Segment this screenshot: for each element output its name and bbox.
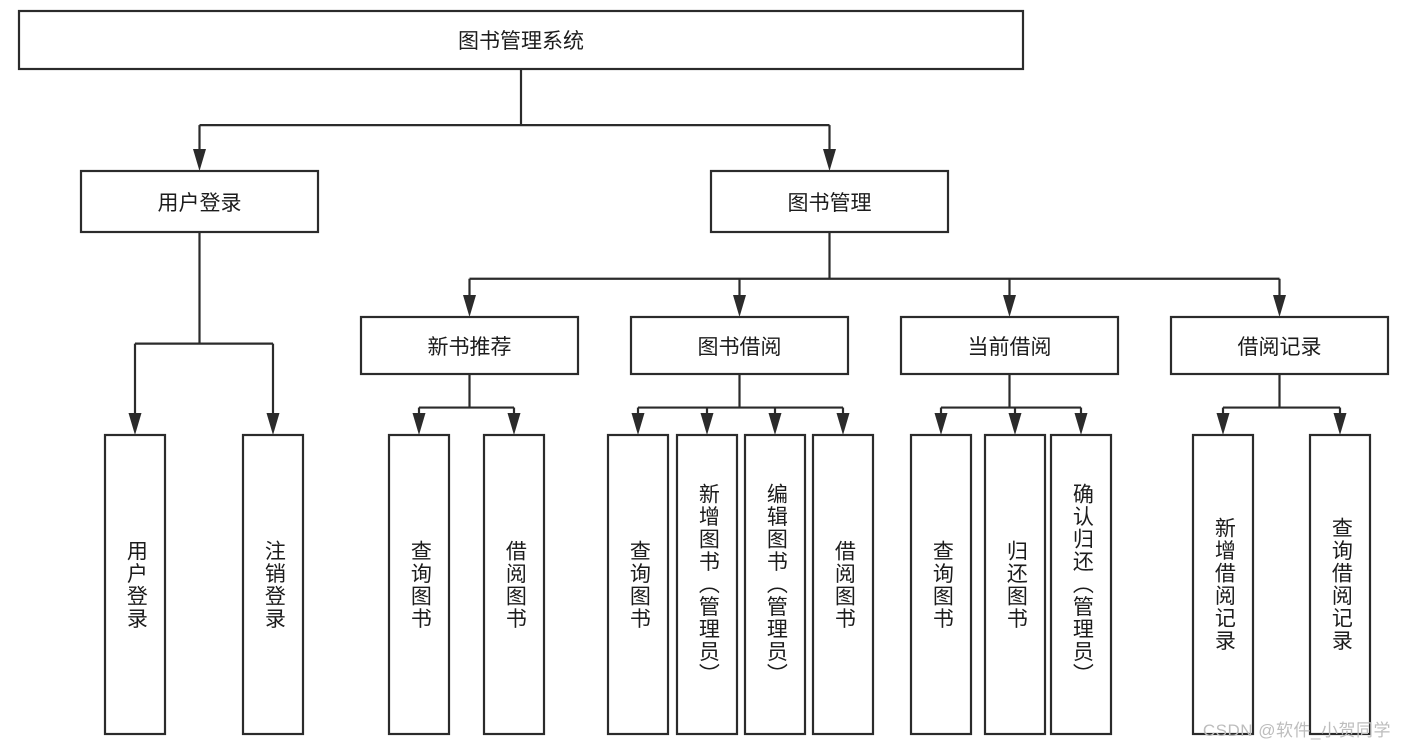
connector-group xyxy=(128,69,1347,435)
node-new-book-rec[interactable] xyxy=(361,317,578,374)
node-box-leaf-edit-book[interactable] xyxy=(743,433,807,736)
node-leaf-return-book[interactable] xyxy=(985,435,1045,734)
arrow-head-icon xyxy=(823,149,836,171)
arrow-head-icon xyxy=(1074,413,1088,435)
watermark-text: CSDN @软件_小贺同学 xyxy=(1202,721,1391,740)
node-root[interactable] xyxy=(19,11,1023,69)
arrow-head-icon xyxy=(507,413,521,435)
node-box-leaf-add-book[interactable] xyxy=(675,433,739,736)
node-leaf-query-book-1[interactable] xyxy=(389,435,449,734)
node-book-mgmt[interactable] xyxy=(711,171,948,232)
arrow-head-icon xyxy=(733,295,746,317)
node-box-root[interactable] xyxy=(17,9,1025,71)
node-box-user-login[interactable] xyxy=(79,169,320,234)
node-leaf-query-book-3[interactable] xyxy=(911,435,971,734)
node-borrow-record[interactable] xyxy=(1171,317,1388,374)
node-box-new-book-rec[interactable] xyxy=(359,315,580,376)
node-box-leaf-logout[interactable] xyxy=(241,433,305,736)
node-leaf-query-book-2[interactable] xyxy=(608,435,668,734)
arrow-head-icon xyxy=(128,413,142,435)
node-leaf-confirm-return[interactable] xyxy=(1051,435,1111,734)
node-box-leaf-query-record[interactable] xyxy=(1308,433,1372,736)
arrow-head-icon xyxy=(463,295,476,317)
node-box-leaf-query-book-3[interactable] xyxy=(909,433,973,736)
node-leaf-add-book[interactable] xyxy=(677,435,737,734)
arrow-head-icon xyxy=(193,149,206,171)
node-leaf-add-record[interactable] xyxy=(1193,435,1253,734)
node-leaf-edit-book[interactable] xyxy=(745,435,805,734)
node-leaf-borrow-book-1[interactable] xyxy=(484,435,544,734)
node-box-book-mgmt[interactable] xyxy=(709,169,950,234)
arrow-head-icon xyxy=(768,413,782,435)
node-box-leaf-query-book-2[interactable] xyxy=(606,433,670,736)
arrow-head-icon xyxy=(934,413,948,435)
node-leaf-user-login[interactable] xyxy=(105,435,165,734)
arrow-head-icon xyxy=(1333,413,1347,435)
node-box-leaf-user-login[interactable] xyxy=(103,433,167,736)
node-box-borrow-record[interactable] xyxy=(1169,315,1390,376)
node-group xyxy=(17,9,1390,736)
node-box-leaf-add-record[interactable] xyxy=(1191,433,1255,736)
arrow-head-icon xyxy=(1008,413,1022,435)
node-leaf-borrow-book-2[interactable] xyxy=(813,435,873,734)
arrow-head-icon xyxy=(1003,295,1016,317)
node-box-leaf-borrow-book-1[interactable] xyxy=(482,433,546,736)
node-box-leaf-borrow-book-2[interactable] xyxy=(811,433,875,736)
node-box-leaf-return-book[interactable] xyxy=(983,433,1047,736)
arrow-head-icon xyxy=(836,413,850,435)
arrow-head-icon xyxy=(1273,295,1286,317)
arrow-head-icon xyxy=(700,413,714,435)
arrow-head-icon xyxy=(1216,413,1230,435)
node-box-book-borrow[interactable] xyxy=(629,315,850,376)
arrow-head-icon xyxy=(412,413,426,435)
node-box-leaf-confirm-return[interactable] xyxy=(1049,433,1113,736)
node-book-borrow[interactable] xyxy=(631,317,848,374)
node-user-login[interactable] xyxy=(81,171,318,232)
arrow-head-icon xyxy=(631,413,645,435)
node-box-leaf-query-book-1[interactable] xyxy=(387,433,451,736)
arrow-head-icon xyxy=(266,413,280,435)
node-box-current-borrow[interactable] xyxy=(899,315,1120,376)
node-leaf-logout[interactable] xyxy=(243,435,303,734)
node-current-borrow[interactable] xyxy=(901,317,1118,374)
node-leaf-query-record[interactable] xyxy=(1310,435,1370,734)
